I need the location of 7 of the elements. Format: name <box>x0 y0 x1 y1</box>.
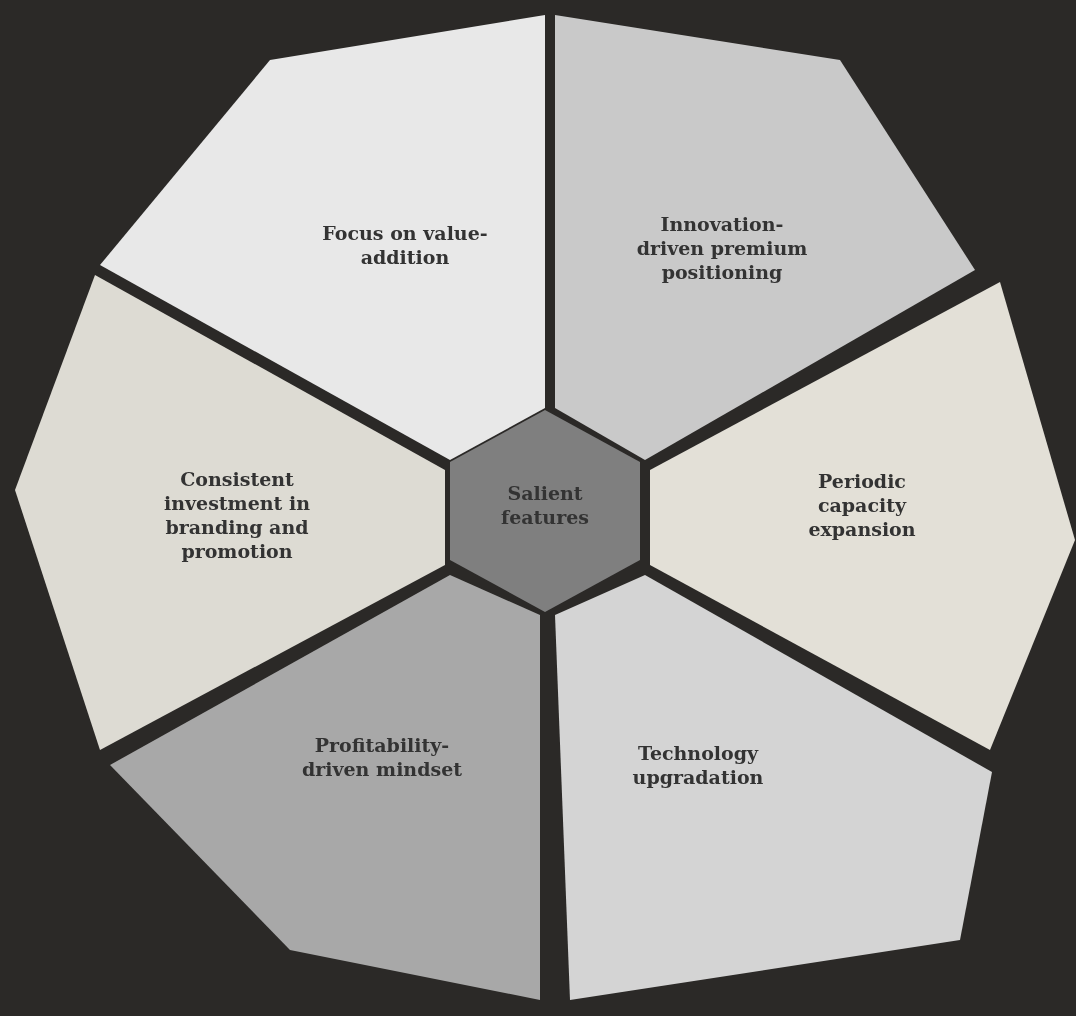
segment-label: Periodic capacity expansion <box>807 469 917 541</box>
segment-label: Innovation-driven premium positioning <box>635 212 809 284</box>
segment-label: Technology upgradation <box>631 741 765 789</box>
segment-label: Consistent investment in branding and promotion <box>162 467 312 563</box>
segment-label: Focus on value-addition <box>321 221 489 269</box>
segment-label: Profitability-driven mindset <box>300 733 464 781</box>
center-label: Salient features <box>500 481 590 529</box>
